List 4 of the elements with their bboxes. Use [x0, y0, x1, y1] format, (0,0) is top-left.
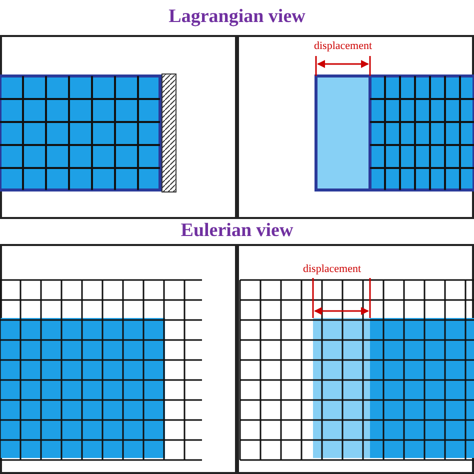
section-heading: Eulerian view — [180, 220, 294, 242]
dimension-label: displacement — [303, 263, 362, 275]
section-heading: Lagrangian view — [168, 6, 306, 28]
dimension-label: displacement — [314, 40, 372, 52]
